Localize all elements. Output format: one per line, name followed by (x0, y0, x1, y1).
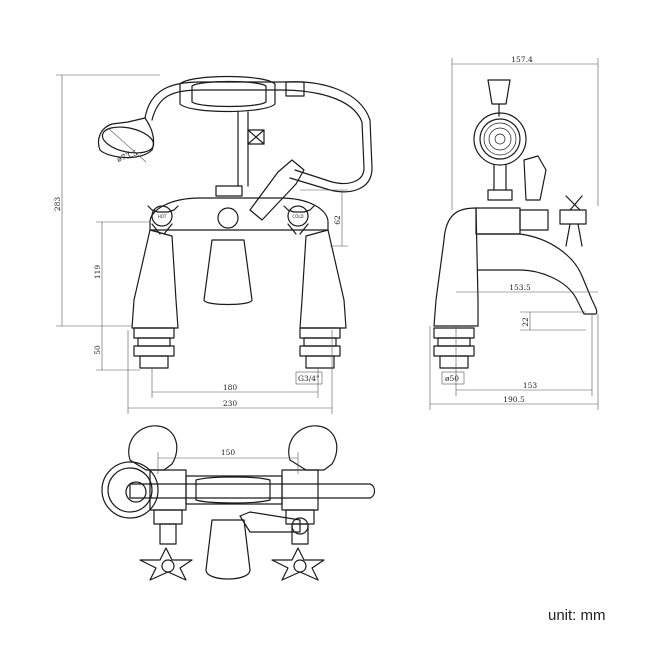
hot-handle: HOT (147, 205, 179, 235)
diverter-lever (249, 159, 305, 221)
unit-label: unit: mm (548, 607, 606, 624)
leg-cold (299, 229, 347, 329)
side-connector (433, 327, 475, 369)
hose-outline (144, 81, 373, 193)
dim-height-body: 119 (93, 265, 102, 280)
leg-hot (131, 229, 179, 329)
top-leg-hot (128, 425, 178, 471)
side-spout (477, 233, 598, 315)
hot-label: HOT (158, 214, 167, 219)
side-body (475, 207, 521, 235)
spout (203, 239, 253, 306)
dim-depth-total: 190.5 (503, 395, 525, 404)
connector-cold (299, 327, 341, 369)
top-lever (239, 511, 301, 533)
dim-height-lever: 62 (333, 215, 342, 225)
shower-head (97, 117, 155, 159)
dim-centers: 180 (223, 383, 238, 392)
side-view: 157.4 153.5 22 ø50 153 190.5 (429, 55, 599, 410)
dim-spout-height: 22 (521, 317, 530, 327)
top-view: 150 (101, 425, 376, 581)
cold-label: COLD (292, 214, 303, 219)
dim-width: 230 (223, 399, 238, 408)
side-cross-handle (559, 195, 587, 247)
dim-base-to-spout: 153 (523, 381, 538, 390)
dim-spout-reach: 153.5 (509, 283, 531, 292)
handset-grip (179, 75, 276, 113)
front-view: HOT COLD ø73.5 283 119 50 62 G3 (53, 74, 373, 414)
side-lever (523, 155, 547, 201)
dim-thread: G3/4" (298, 374, 320, 383)
top-handset (129, 483, 376, 499)
dim-height-total: 283 (53, 197, 62, 212)
top-leg-cold (288, 425, 338, 471)
connector-hot (133, 327, 175, 369)
dim-top-centers: 150 (221, 448, 236, 457)
side-shower-head (473, 112, 527, 166)
dim-height-leg: 50 (93, 345, 102, 355)
top-hot-cross (139, 547, 193, 581)
top-body (185, 475, 283, 505)
side-leg (433, 207, 479, 327)
dim-base-diameter: ø50 (445, 374, 459, 383)
mixer-body (149, 197, 329, 231)
cradle (487, 79, 511, 105)
top-rose (101, 461, 159, 519)
cold-handle: COLD (283, 205, 315, 235)
top-spout (205, 519, 251, 580)
top-cold-cross (271, 547, 325, 581)
dim-width-top: 157.4 (511, 55, 533, 64)
